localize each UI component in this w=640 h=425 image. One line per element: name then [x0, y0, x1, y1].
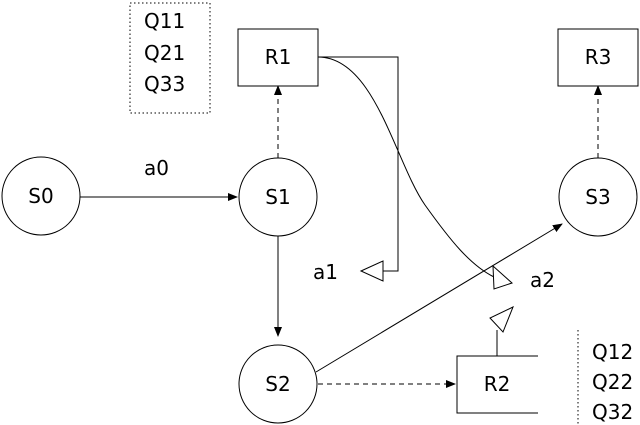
edge-label-a1: a1 [313, 260, 338, 284]
edge-r1-a2-curve [317, 56, 495, 278]
note-left-line-3: Q33 [144, 72, 185, 96]
state-s2: S2 [238, 344, 318, 424]
result-r2: R2 [456, 355, 538, 414]
state-s3: S3 [558, 157, 638, 237]
state-s1-label: S1 [265, 185, 290, 209]
edge-label-a2: a2 [530, 268, 555, 292]
result-r3: R3 [557, 28, 639, 87]
result-r2-label: R2 [484, 372, 511, 396]
note-right-line-2: Q22 [592, 370, 633, 394]
note-right-line-1: Q12 [592, 340, 633, 364]
note-right-line-3: Q32 [592, 400, 633, 424]
hollow-arrowhead-r2 [489, 305, 514, 333]
hollow-arrowhead-a1 [359, 260, 384, 282]
edge-label-a0: a0 [144, 156, 169, 180]
hollow-arrowhead-a2 [492, 264, 513, 290]
state-s0-label: S0 [28, 184, 53, 208]
note-box-left: Q11 Q21 Q33 [129, 2, 211, 114]
state-s2-label: S2 [265, 372, 290, 396]
note-left-line-2: Q21 [144, 41, 185, 65]
note-left-line-1: Q11 [144, 9, 185, 33]
state-s0: S0 [1, 156, 81, 236]
result-r1: R1 [237, 28, 319, 87]
edge-s2-s3 [315, 223, 563, 373]
edge-r1-a1-bracket [318, 56, 399, 272]
note-box-right: Q12 Q22 Q32 [577, 330, 633, 425]
result-r3-label: R3 [585, 45, 612, 69]
result-r1-label: R1 [265, 45, 292, 69]
state-s3-label: S3 [585, 185, 610, 209]
state-s1: S1 [238, 157, 318, 237]
